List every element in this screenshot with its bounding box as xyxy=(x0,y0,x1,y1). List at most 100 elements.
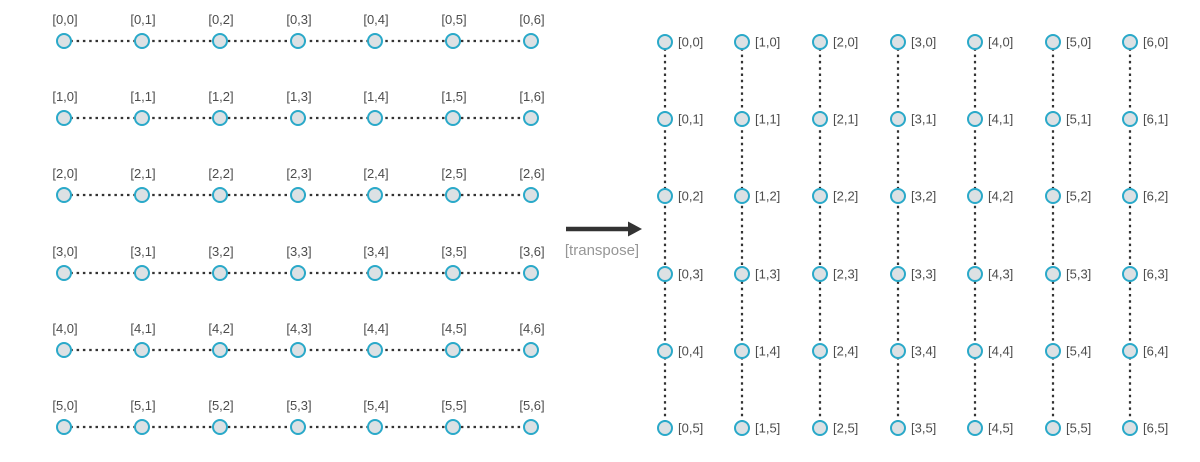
node-label: [2,0] xyxy=(52,166,77,181)
matrix-node xyxy=(212,33,228,49)
node-label: [3,1] xyxy=(130,244,155,259)
matrix-node xyxy=(212,110,228,126)
matrix-node xyxy=(445,342,461,358)
transpose-arrow: [transpose] xyxy=(565,221,642,259)
node-label: [4,5] xyxy=(441,321,466,336)
matrix-node xyxy=(1045,34,1061,50)
node-label: [5,6] xyxy=(519,398,544,413)
matrix-node xyxy=(967,34,983,50)
node-label: [3,5] xyxy=(441,244,466,259)
node-label: [3,1] xyxy=(911,112,936,127)
node-label: [2,2] xyxy=(208,166,233,181)
matrix-node xyxy=(1045,266,1061,282)
matrix-node xyxy=(134,265,150,281)
transposed-matrix-grid: [0,0][0,1][0,2][0,3][0,4][0,5][1,0][1,1]… xyxy=(657,34,1168,436)
matrix-node xyxy=(134,419,150,435)
matrix-node xyxy=(523,265,539,281)
node-label: [1,5] xyxy=(755,421,780,436)
node-label: [0,4] xyxy=(363,12,388,27)
node-label: [1,0] xyxy=(755,35,780,50)
matrix-node xyxy=(134,33,150,49)
matrix-node xyxy=(445,265,461,281)
node-label: [1,1] xyxy=(755,112,780,127)
node-label: [3,0] xyxy=(52,244,77,259)
node-label: [6,5] xyxy=(1143,421,1168,436)
matrix-node xyxy=(212,419,228,435)
matrix-node xyxy=(657,188,673,204)
node-label: [5,5] xyxy=(1066,421,1091,436)
matrix-node xyxy=(812,188,828,204)
matrix-node xyxy=(367,265,383,281)
node-label: [0,2] xyxy=(208,12,233,27)
matrix-node xyxy=(56,342,72,358)
matrix-node xyxy=(967,266,983,282)
node-label: [4,1] xyxy=(130,321,155,336)
node-label: [3,2] xyxy=(208,244,233,259)
node-label: [3,6] xyxy=(519,244,544,259)
matrix-node xyxy=(290,110,306,126)
node-label: [5,2] xyxy=(208,398,233,413)
matrix-node xyxy=(212,342,228,358)
transpose-arrow-label: [transpose] xyxy=(565,242,639,259)
matrix-node xyxy=(812,420,828,436)
node-label: [4,2] xyxy=(208,321,233,336)
matrix-node xyxy=(967,188,983,204)
matrix-node xyxy=(523,33,539,49)
matrix-node xyxy=(367,110,383,126)
node-label: [0,4] xyxy=(678,344,703,359)
matrix-node xyxy=(523,187,539,203)
matrix-node xyxy=(56,265,72,281)
node-label: [2,5] xyxy=(833,421,858,436)
node-label: [0,6] xyxy=(519,12,544,27)
node-label: [3,4] xyxy=(911,344,936,359)
node-label: [5,4] xyxy=(1066,344,1091,359)
matrix-node xyxy=(1045,343,1061,359)
matrix-node xyxy=(290,187,306,203)
matrix-node xyxy=(367,33,383,49)
matrix-node xyxy=(1122,188,1138,204)
node-label: [0,0] xyxy=(678,35,703,50)
matrix-node xyxy=(1122,111,1138,127)
node-label: [3,5] xyxy=(911,421,936,436)
matrix-node xyxy=(812,34,828,50)
node-label: [4,0] xyxy=(52,321,77,336)
matrix-node xyxy=(890,111,906,127)
node-label: [4,4] xyxy=(988,344,1013,359)
node-label: [5,0] xyxy=(52,398,77,413)
matrix-node xyxy=(56,187,72,203)
arrow-head-icon xyxy=(628,221,642,237)
matrix-node xyxy=(1122,266,1138,282)
node-label: [2,6] xyxy=(519,166,544,181)
matrix-node xyxy=(1122,343,1138,359)
matrix-node xyxy=(134,187,150,203)
matrix-node xyxy=(812,111,828,127)
matrix-node xyxy=(290,33,306,49)
matrix-node xyxy=(812,266,828,282)
node-label: [5,2] xyxy=(1066,189,1091,204)
node-label: [4,2] xyxy=(988,189,1013,204)
matrix-node xyxy=(445,419,461,435)
matrix-node xyxy=(367,187,383,203)
node-label: [5,5] xyxy=(441,398,466,413)
node-label: [5,1] xyxy=(130,398,155,413)
matrix-node xyxy=(890,420,906,436)
matrix-node xyxy=(134,342,150,358)
node-label: [3,0] xyxy=(911,35,936,50)
node-label: [4,1] xyxy=(988,112,1013,127)
matrix-node xyxy=(56,33,72,49)
node-label: [2,4] xyxy=(363,166,388,181)
node-label: [2,3] xyxy=(833,267,858,282)
matrix-node xyxy=(967,420,983,436)
matrix-node xyxy=(56,419,72,435)
matrix-node xyxy=(445,110,461,126)
matrix-node xyxy=(290,419,306,435)
node-label: [6,3] xyxy=(1143,267,1168,282)
node-label: [1,0] xyxy=(52,89,77,104)
matrix-node xyxy=(890,343,906,359)
node-label: [6,4] xyxy=(1143,344,1168,359)
matrix-node xyxy=(367,419,383,435)
node-label: [4,6] xyxy=(519,321,544,336)
matrix-node xyxy=(657,420,673,436)
node-label: [6,2] xyxy=(1143,189,1168,204)
